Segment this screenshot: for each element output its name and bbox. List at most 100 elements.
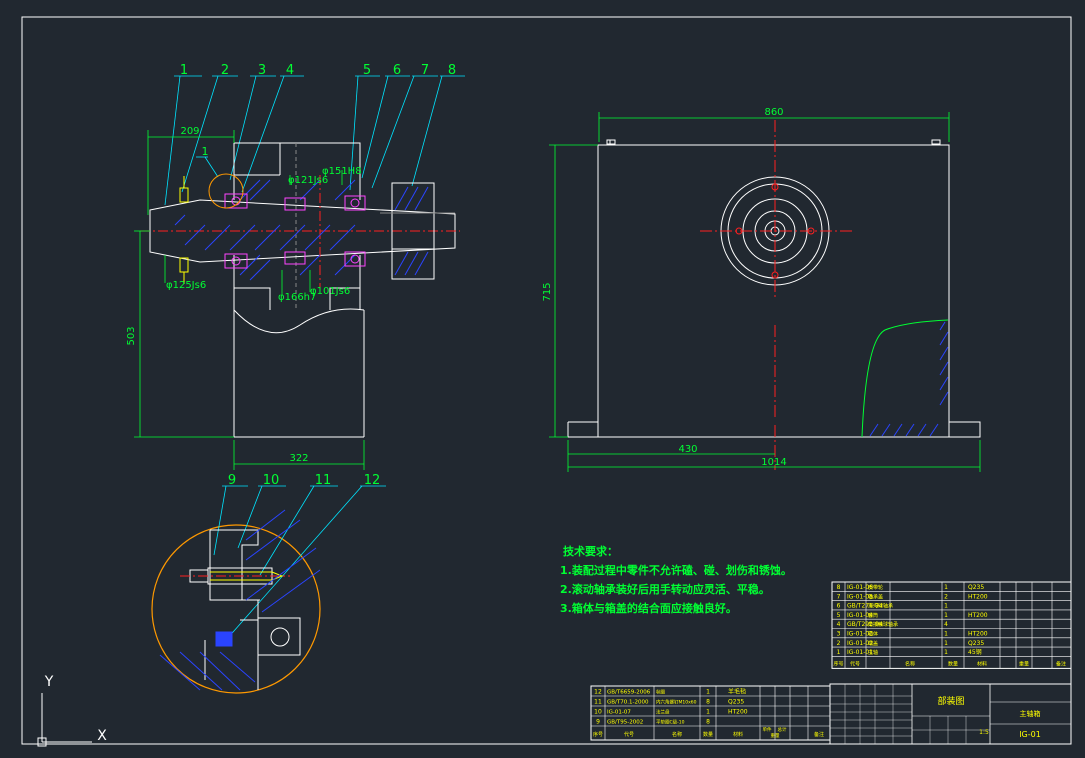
fit-166: φ166h7 — [278, 292, 316, 303]
bom-left-no: 11 — [594, 699, 602, 706]
note-2: 2.滚动轴承装好后用手转动应灵活、平稳。 — [560, 582, 770, 596]
detail-marker-circle — [208, 173, 244, 209]
bom-left-header-no: 序号 — [593, 731, 603, 738]
bom-left-code: GB/T95-2002 — [607, 720, 643, 726]
bom-right-name: 套筒 — [868, 612, 878, 619]
bom-right-code: IG-01-06 — [847, 584, 873, 591]
bom-right-header-name: 名称 — [905, 660, 915, 667]
balloon-1: 1 — [180, 63, 188, 78]
ucs-icon — [37, 693, 92, 747]
bom-left-name: 毡圈 — [656, 689, 665, 696]
bom-left-header-mat: 材料 — [733, 731, 743, 738]
dim-1014: 1014 — [761, 457, 786, 468]
bom-right-name: 深沟球轴承 — [868, 603, 893, 610]
dim-715: 715 — [542, 282, 553, 301]
title-drawing-name: 部装图 — [937, 695, 964, 707]
bom-left-qty: 1 — [706, 709, 710, 716]
bom-right-qty: 1 — [944, 612, 948, 619]
bom-left-no: 10 — [594, 709, 602, 716]
bom-right-no: 7 — [837, 593, 841, 600]
left-dimension-texts: 209 503 322 φ125Js6 φ121Js6 φ151H8 φ166h… — [126, 126, 362, 464]
bom-left-code: GB/T70.1-2000 — [607, 700, 649, 706]
bom-left-qty: 8 — [706, 719, 710, 726]
detail-marker-label: 1 — [202, 145, 209, 158]
title-scale: 1:5 — [979, 729, 989, 736]
bom-right-mat: HT200 — [968, 631, 988, 638]
bom-left-name: 法兰盘 — [656, 709, 670, 716]
bom-right-no: 1 — [837, 649, 841, 656]
dim-209: 209 — [180, 126, 199, 137]
bom-right-no: 4 — [837, 621, 841, 628]
bom-left-code: IG-01-07 — [607, 710, 631, 716]
balloon-6: 6 — [393, 63, 401, 78]
dim-503: 503 — [126, 326, 137, 345]
bom-right-name: 皮带轮 — [868, 584, 883, 591]
bom-right-name: 角接触球轴承 — [868, 621, 898, 628]
ucs-y-label: Y — [44, 674, 54, 690]
dim-860: 860 — [764, 107, 783, 118]
bom-right-mat: HT200 — [968, 593, 988, 600]
bom-right-qty: 1 — [944, 603, 948, 610]
bom-right-no: 2 — [837, 640, 841, 647]
bom-right-mat: Q235 — [968, 640, 984, 647]
bom-right-name: 箱体 — [868, 631, 878, 638]
bom-right-qty: 4 — [944, 621, 948, 628]
side-view — [549, 112, 981, 472]
bom-right-name: 端盖 — [868, 640, 878, 647]
bom-left-no: 12 — [594, 689, 602, 696]
bom-right-code: GB/T292-94 — [847, 621, 883, 628]
bom-left-header-note: 备注 — [814, 731, 824, 738]
ucs-x-label: X — [97, 728, 107, 744]
bom-right-qty: 1 — [944, 631, 948, 638]
bom-right-no: 5 — [837, 612, 841, 619]
balloon-11: 11 — [315, 473, 332, 488]
note-1: 1.装配过程中零件不允许磕、碰、划伤和锈蚀。 — [560, 563, 792, 577]
bom-left-qty: 8 — [706, 699, 710, 706]
fit-151: φ151H8 — [322, 166, 362, 177]
note-3: 3.箱体与箱盖的结合面应接触良好。 — [560, 601, 737, 615]
bom-right-header-no: 序号 — [833, 660, 843, 667]
bom-right-code: IG-01-03 — [847, 631, 873, 638]
bom-right-header-code: 代号 — [850, 660, 860, 667]
balloon-10: 10 — [263, 473, 280, 488]
bom-left-header-total: 总计 — [778, 726, 787, 733]
bom-right-no: 6 — [837, 603, 841, 610]
balloon-5: 5 — [363, 63, 371, 78]
bom-left-header-weight: 重量 — [771, 732, 780, 739]
bom-left-no: 9 — [596, 719, 600, 726]
balloon-9: 9 — [228, 473, 236, 488]
right-dimension-texts: 860 715 430 1014 — [542, 107, 787, 468]
balloon-7: 7 — [421, 63, 429, 78]
bom-right-qty: 2 — [944, 593, 948, 600]
bom-right-name: 主轴 — [868, 649, 878, 656]
bom-right-code: GB/T276-94 — [847, 603, 883, 610]
bom-right-header-mat: 材料 — [977, 660, 987, 667]
bom-right-name: 轴承盖 — [868, 593, 883, 600]
bom-left-header-name: 名称 — [672, 731, 682, 738]
bom-left-code: GB/T6659-2006 — [607, 690, 651, 696]
title-part-name: 主轴箱 — [1020, 709, 1041, 718]
title-drawing-no: IG-01 — [1019, 730, 1041, 739]
bom-right-mat: HT200 — [968, 612, 988, 619]
fit-125: φ125Js6 — [166, 280, 206, 291]
bom-right-code: IG-01-02 — [847, 640, 873, 647]
bom-right-code: IG-01-01 — [847, 649, 873, 656]
dim-322: 322 — [289, 453, 308, 464]
bom-left-header-qty: 数量 — [703, 731, 713, 738]
balloon-4: 4 — [286, 63, 294, 78]
bom-right-no: 8 — [837, 584, 841, 591]
detail-view — [151, 485, 386, 694]
bom-left-mat: 羊毛毡 — [728, 688, 746, 696]
bom-right-qty: 1 — [944, 640, 948, 647]
bom-right-mat: 45钢 — [968, 648, 982, 656]
bom-right-header-weight: 重量 — [1019, 660, 1029, 667]
bom-right-code: IG-01-04 — [847, 612, 873, 619]
bom-left-header-code: 代号 — [624, 731, 634, 738]
bom-right-qty: 1 — [944, 584, 948, 591]
bom-left-header-unit: 单件 — [763, 726, 772, 733]
bom-left-qty: 1 — [706, 689, 710, 696]
technical-notes: 技术要求： 1.装配过程中零件不允许磕、碰、划伤和锈蚀。 2.滚动轴承装好后用手… — [560, 544, 792, 615]
